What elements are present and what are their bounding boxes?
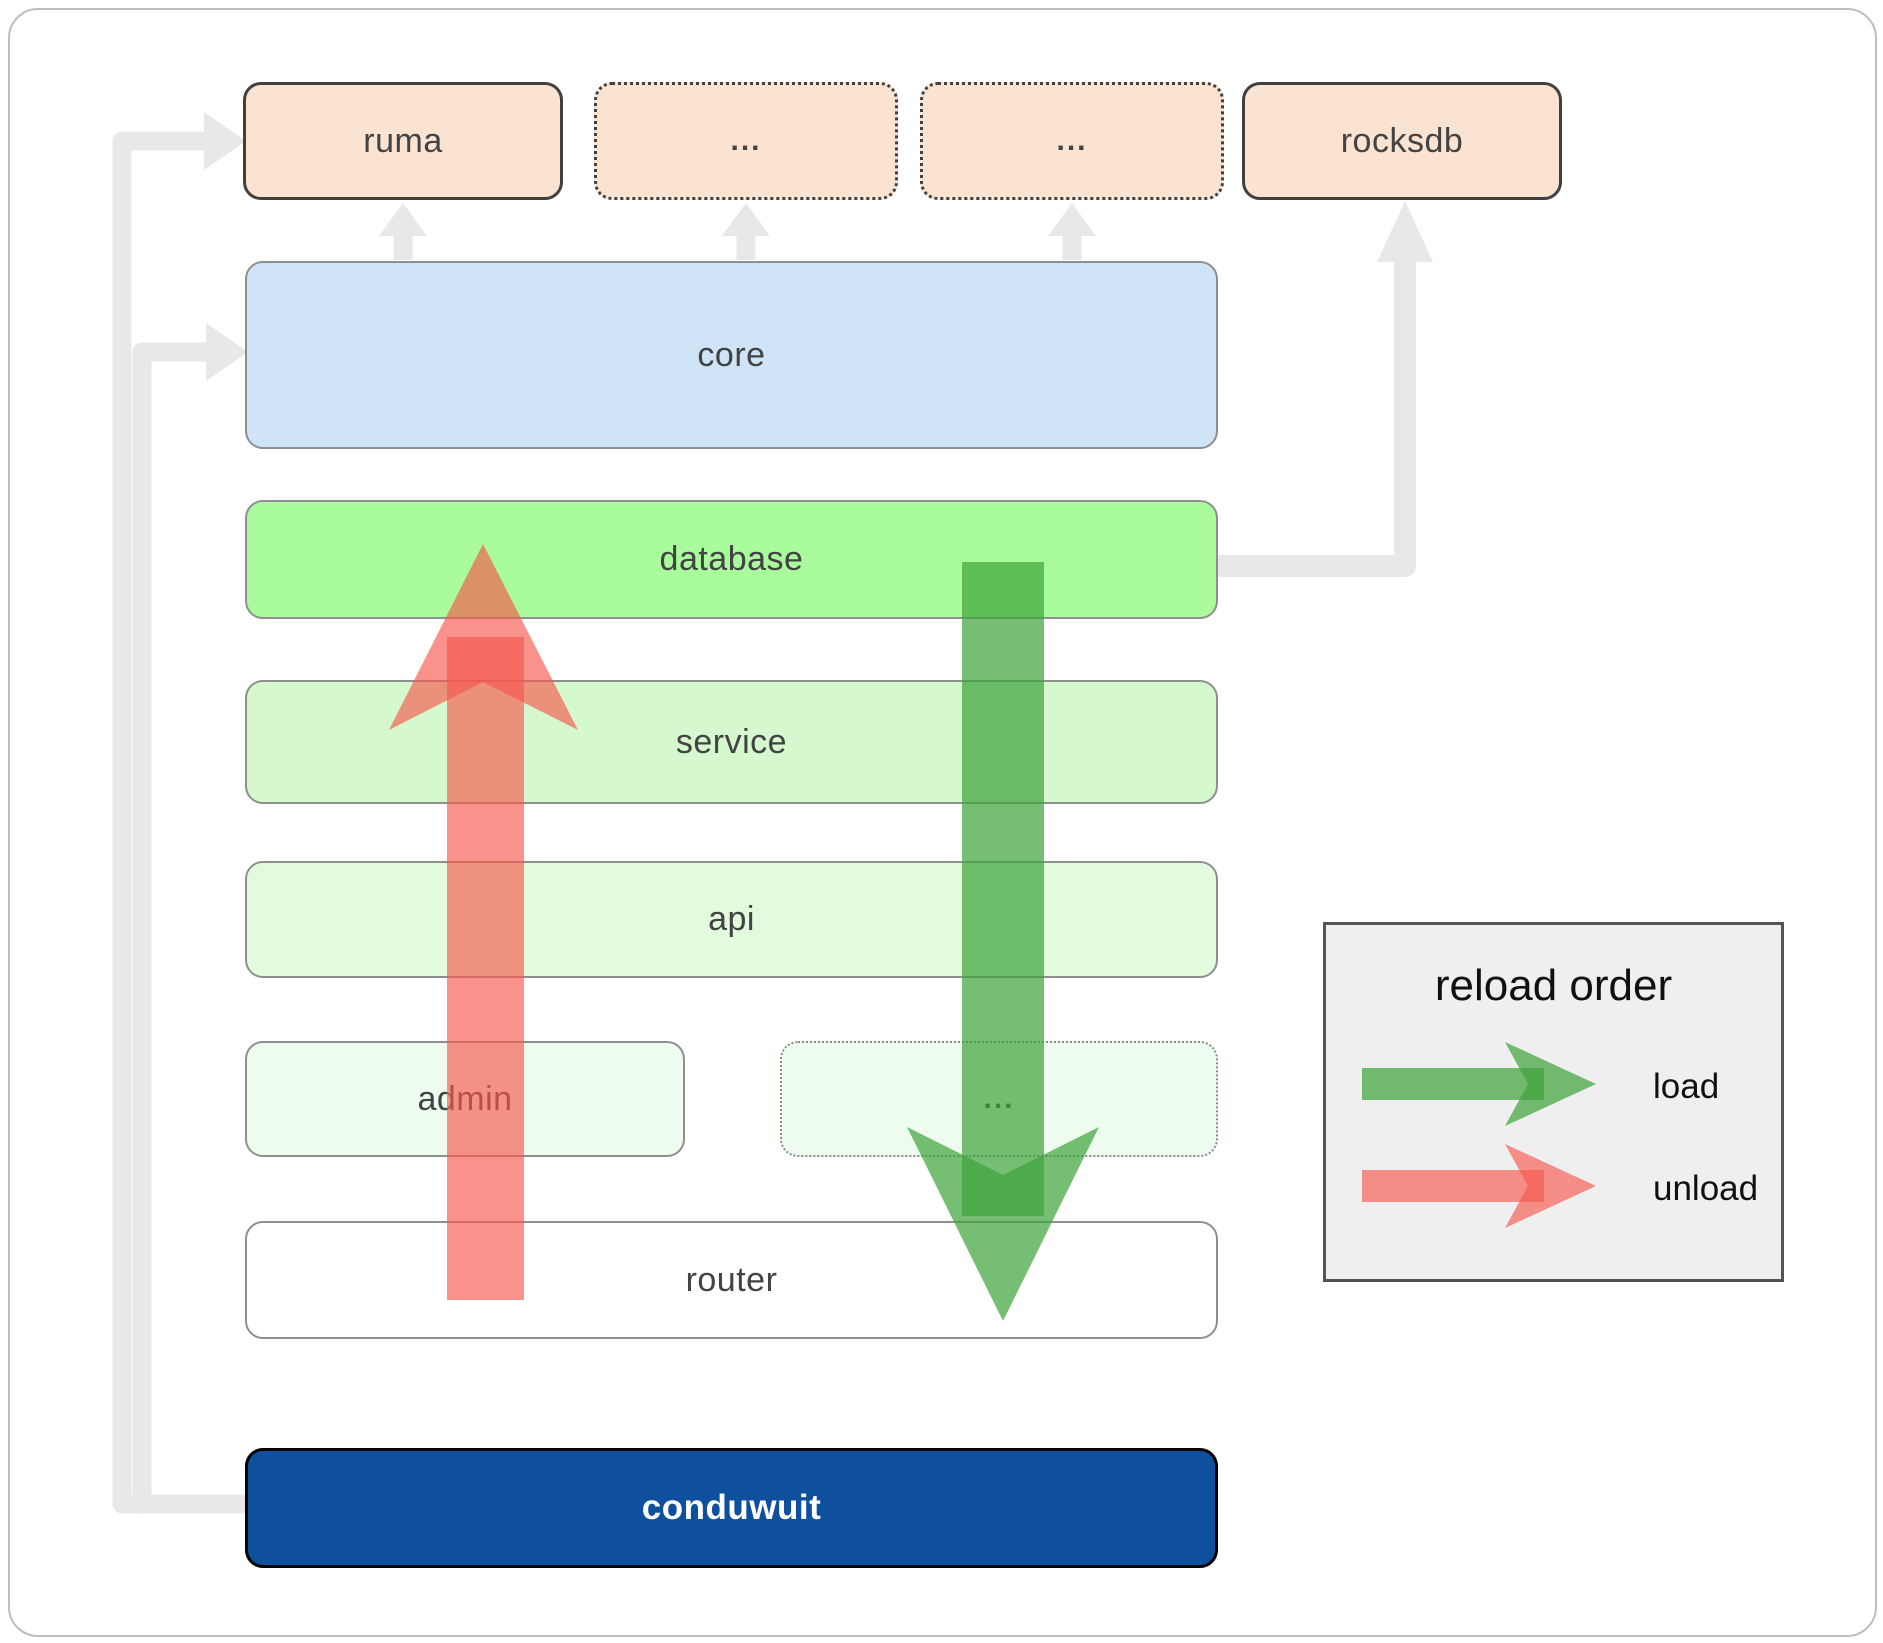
legend-title: reload order	[1434, 961, 1673, 1010]
legend-label-load: load	[1653, 1067, 1720, 1106]
node-admin-label: admin	[417, 1079, 513, 1118]
node-dots-mid: ...	[780, 1041, 1218, 1157]
node-core: core	[245, 261, 1218, 449]
node-router-label: router	[685, 1260, 778, 1299]
node-database-label: database	[659, 540, 804, 578]
node-router: router	[245, 1221, 1218, 1339]
node-rocksdb-label: rocksdb	[1340, 121, 1464, 160]
legend-reload-order: reload order load unload	[1323, 922, 1784, 1282]
legend-label-unload: unload	[1653, 1169, 1759, 1208]
node-service-label: service	[675, 722, 788, 761]
node-conduwuit-label: conduwuit	[641, 1488, 822, 1527]
node-dots-top-1: ...	[594, 82, 898, 200]
node-ruma: ruma	[243, 82, 563, 200]
node-rocksdb: rocksdb	[1242, 82, 1562, 200]
node-dots-top-1-label: ...	[730, 124, 762, 157]
node-core-label: core	[697, 335, 766, 374]
node-api: api	[245, 861, 1218, 978]
node-admin: admin	[245, 1041, 685, 1157]
node-api-label: api	[708, 900, 755, 938]
node-database: database	[245, 500, 1218, 619]
node-conduwuit: conduwuit	[245, 1448, 1218, 1568]
node-service: service	[245, 680, 1218, 804]
node-dots-top-2: ...	[920, 82, 1224, 200]
node-dots-mid-label: ...	[983, 1082, 1015, 1115]
node-ruma-label: ruma	[363, 121, 443, 160]
node-dots-top-2-label: ...	[1056, 124, 1088, 157]
